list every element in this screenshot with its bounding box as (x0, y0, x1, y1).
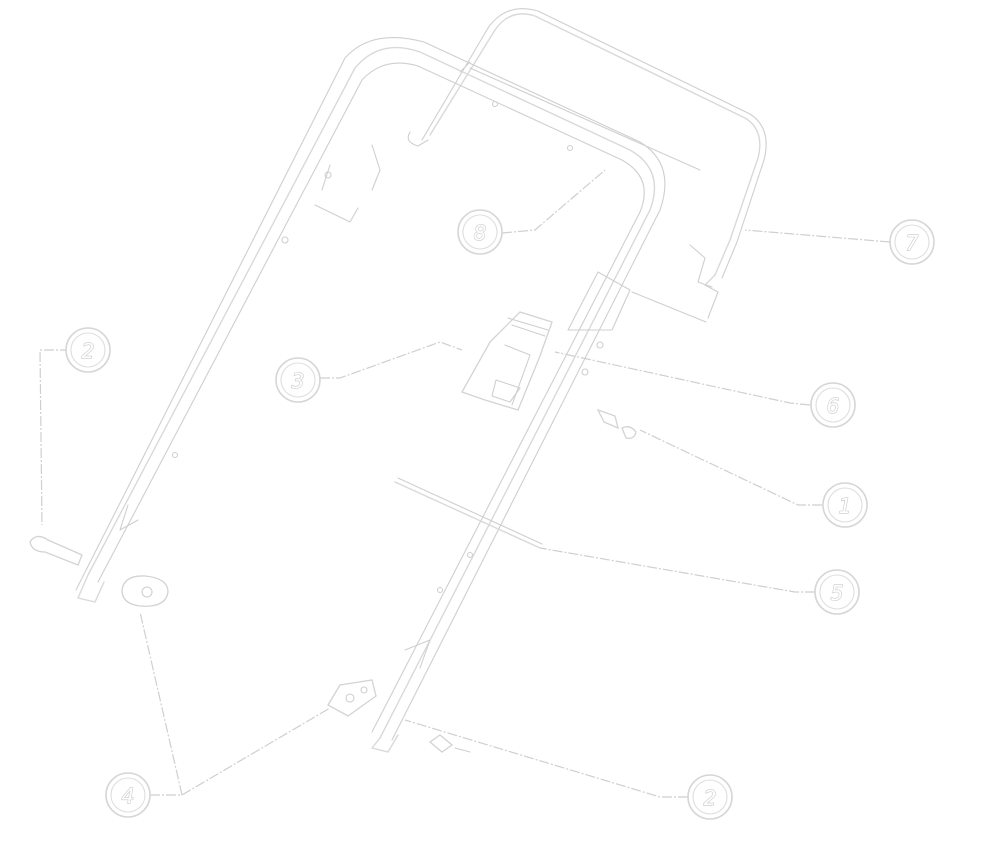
upper-handle (407, 8, 767, 319)
callout-1-label: 1 (839, 494, 852, 518)
leader-lines (39, 169, 891, 798)
callout-8: 8 (457, 209, 503, 255)
bolt-right (596, 408, 637, 440)
callout-2-lower: 2 (687, 774, 733, 820)
main-handle (75, 37, 707, 753)
callout-2-lower-label: 2 (704, 786, 717, 810)
callout-5-label: 5 (831, 581, 844, 605)
callout-3: 3 (275, 357, 321, 403)
callout-7: 7 (889, 219, 935, 265)
callout-8-label: 8 (474, 221, 487, 245)
callout-5: 5 (814, 569, 860, 615)
callout-2-upper: 2 (65, 327, 111, 373)
cable (394, 477, 543, 549)
callout-1: 1 (822, 482, 868, 528)
callout-4-label: 4 (122, 784, 135, 808)
callout-7-label: 7 (906, 231, 919, 255)
switch-box (461, 311, 553, 411)
callout-6: 6 (810, 382, 856, 428)
callout-3-label: 3 (292, 369, 305, 393)
callout-2-upper-label: 2 (82, 339, 95, 363)
bolt-lower-right (428, 734, 471, 753)
bolt-assembly-left (29, 535, 169, 607)
callout-6-label: 6 (827, 394, 840, 418)
callout-4: 4 (105, 772, 151, 818)
bolt-assembly-right (327, 679, 377, 717)
